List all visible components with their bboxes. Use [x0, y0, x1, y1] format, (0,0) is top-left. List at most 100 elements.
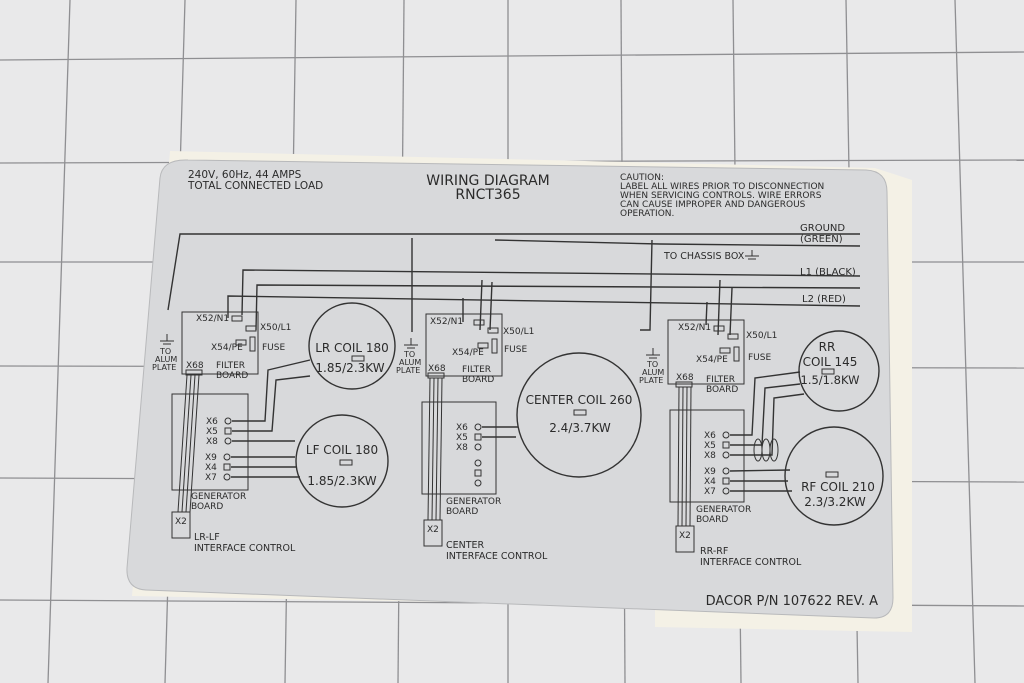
- l2-label: L2 (RED): [802, 294, 846, 305]
- ground-color-label: (GREEN): [800, 234, 843, 245]
- chassis-ground-icon: [745, 250, 759, 260]
- lf-coil: [295, 414, 389, 508]
- rr-coil-terminal: [821, 368, 835, 375]
- filter-board: [667, 319, 745, 385]
- alum-plate-label: TO: [403, 350, 415, 359]
- lr-coil-name: LR COIL 180: [315, 341, 389, 355]
- fuse-label: FUSE: [262, 343, 285, 353]
- filter-board-label: FILTER: [462, 365, 491, 375]
- alum-plate-label: ALUM: [642, 368, 664, 377]
- x5-label: X5: [456, 433, 468, 443]
- x2-connector: [171, 511, 191, 539]
- terminal-x8: [224, 437, 232, 445]
- filter-board-label: BOARD: [216, 371, 248, 381]
- terminal-x6: [474, 423, 482, 431]
- interface-control-name: CENTER: [446, 540, 485, 551]
- lr-coil: [308, 302, 396, 390]
- lr-coil-terminal: [351, 355, 365, 362]
- alum-plate-label: TO: [646, 360, 658, 369]
- terminal-n1: [473, 319, 485, 326]
- x2-label: X2: [427, 525, 439, 535]
- rf-coil-name: RF COIL 210: [801, 480, 875, 494]
- caution-line: LABEL ALL WIRES PRIOR TO DISCONNECTION: [620, 182, 824, 192]
- ribbon-cable: [427, 377, 443, 521]
- filter-board: [425, 313, 503, 377]
- l1-terminal-label: X50/L1: [746, 331, 777, 341]
- interface-control-label: INTERFACE CONTROL: [700, 557, 802, 568]
- x5-label: X5: [206, 427, 218, 437]
- caution-line: OPERATION.: [620, 209, 674, 219]
- terminal-pe: [719, 347, 731, 354]
- alum-plate-label: ALUM: [399, 358, 421, 367]
- part-number: DACOR P/N 107622 REV. A: [706, 594, 878, 609]
- x68-label: X68: [428, 364, 446, 374]
- pe-terminal-label: X54/PE: [211, 343, 243, 353]
- caution-line: WHEN SERVICING CONTROLS. WIRE ERRORS: [620, 191, 822, 201]
- x6-label: X6: [206, 417, 218, 427]
- terminal-n1: [713, 325, 725, 332]
- supply-rating-line2: TOTAL CONNECTED LOAD: [187, 180, 323, 192]
- l1-terminal-label: X50/L1: [503, 327, 534, 337]
- fuse-icon: [249, 336, 256, 352]
- center-module: X52/N1 X50/L1 X54/PE FUSE TO ALUM PLATE …: [396, 313, 642, 562]
- right-module: X52/N1 X50/L1 X54/PE FUSE TO ALUM PLATE …: [639, 319, 884, 568]
- x68-connector: [675, 381, 693, 388]
- filter-board-label: BOARD: [706, 385, 738, 395]
- alum-plate-label: PLATE: [152, 363, 176, 372]
- generator-board: [171, 393, 249, 491]
- terminal-x7: [722, 487, 730, 495]
- generator-board-label: BOARD: [696, 515, 728, 525]
- rr-coil-name: RR: [819, 340, 836, 354]
- terminal-x8: [722, 451, 730, 459]
- x2-label: X2: [175, 517, 187, 527]
- rf-coil-terminal: [825, 471, 839, 478]
- generator-board-label: GENERATOR: [696, 505, 751, 515]
- filter-board-label: FILTER: [216, 361, 245, 371]
- ribbon-cable: [677, 386, 692, 527]
- supply-bus-wires: [167, 233, 861, 336]
- alum-plate-label: TO: [159, 347, 171, 356]
- diagram-title: WIRING DIAGRAM: [426, 173, 550, 189]
- terminal-x9: [223, 453, 231, 461]
- caution-line: CAN CAUSE IMPROPER AND DANGEROUS: [620, 200, 806, 210]
- fuse-icon: [733, 346, 740, 362]
- terminal-l1: [487, 327, 499, 334]
- lr-coil-power: 1.85/2.3KW: [315, 361, 384, 375]
- caution-line: CAUTION:: [620, 173, 664, 183]
- lf-coil-power: 1.85/2.3KW: [307, 474, 376, 488]
- x6-label: X6: [456, 423, 468, 433]
- ground-icon: [404, 338, 418, 349]
- lf-coil-terminal: [339, 459, 353, 466]
- x68-connector: [427, 372, 445, 379]
- x5-label: X5: [704, 441, 716, 451]
- interface-control-name: LR-LF: [194, 532, 220, 543]
- generator-board: [421, 401, 497, 495]
- x8-label: X8: [456, 443, 468, 453]
- rr-coil-name: COIL 145: [803, 355, 858, 369]
- x8-label: X8: [704, 451, 716, 461]
- terminal-pe: [477, 342, 489, 349]
- fuse-label: FUSE: [748, 353, 771, 363]
- l1-terminal-label: X50/L1: [260, 323, 291, 333]
- terminal-unused: [474, 479, 482, 487]
- center-coil-name: CENTER COIL 260: [526, 393, 633, 407]
- left-coil-wires: [231, 359, 311, 478]
- center-coil-terminal: [573, 409, 587, 416]
- x8-label: X8: [206, 437, 218, 447]
- x4-label: X4: [205, 463, 217, 473]
- ground-wire: [167, 233, 860, 311]
- center-coil-power: 2.4/3.7KW: [549, 421, 611, 435]
- ground-icon: [160, 334, 174, 345]
- ground-icon: [646, 348, 660, 359]
- n1-terminal-label: X52/N1: [678, 323, 711, 333]
- rr-coil-power: 1.5/1.8KW: [801, 373, 860, 387]
- center-coil: [516, 352, 642, 478]
- x2-label: X2: [679, 531, 691, 541]
- l2-wire: [227, 295, 861, 318]
- generator-board-label: GENERATOR: [446, 497, 501, 507]
- n1-terminal-label: X52/N1: [196, 314, 229, 324]
- terminal-x5: [474, 433, 482, 441]
- interface-control-label: INTERFACE CONTROL: [194, 543, 296, 554]
- terminal-unused: [474, 459, 482, 467]
